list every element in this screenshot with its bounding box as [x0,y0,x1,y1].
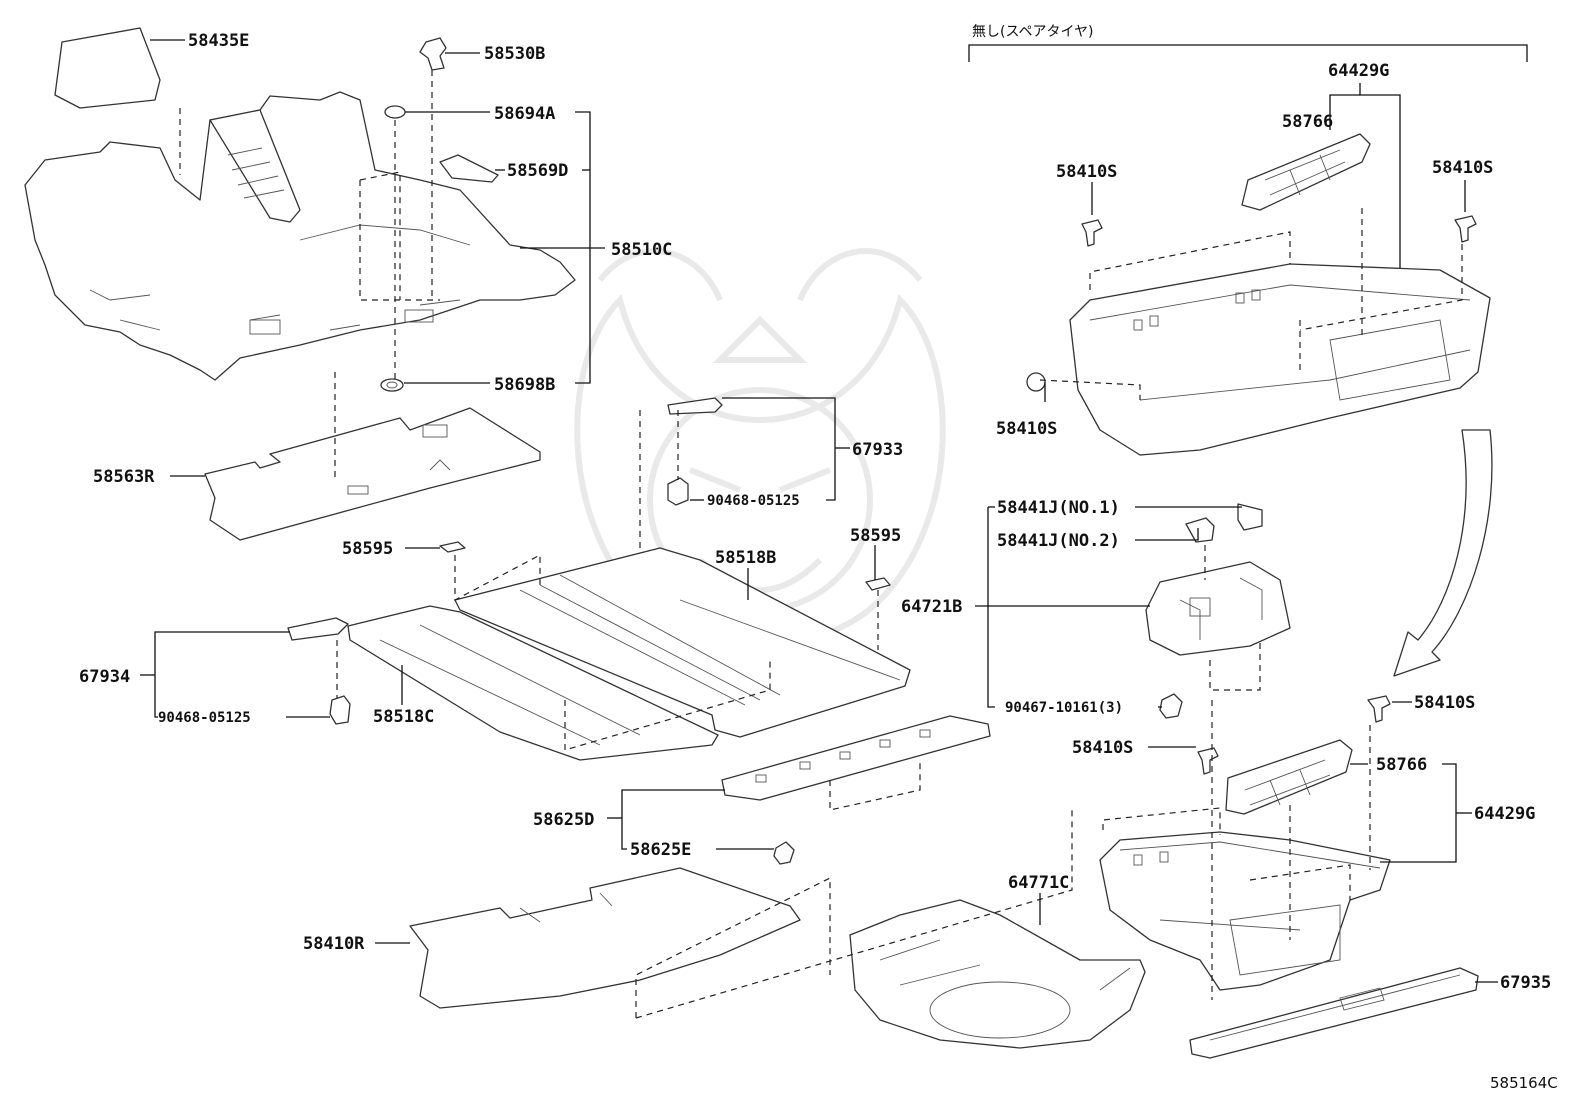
part-67935-scuff-plate [1189,967,1479,1059]
label-58510C: 58510C [611,240,672,260]
part-58595-pad-right [865,577,891,591]
variant-arrow [1393,429,1493,677]
part-90467-clip [1159,693,1183,719]
label-64429G-bottom: 64429G [1474,804,1535,824]
label-58410S-b: 58410S [1432,158,1493,178]
part-58410S-clip-d [1197,747,1219,775]
label-58410R: 58410R [303,934,365,954]
label-58441J-no2: 58441J(NO.2) [997,531,1120,551]
part-64429G-lower-tray [1099,831,1391,991]
label-58410S-d: 58410S [1072,738,1133,758]
part-58410S-clip-a [1081,219,1103,247]
label-58518C: 58518C [373,707,434,727]
leader-lines [140,39,1528,983]
label-58563R: 58563R [93,467,155,487]
part-90468-clip-left [329,695,351,725]
label-58518B: 58518B [715,548,776,568]
group-header-no-spare-tire: 無し(スペアタイヤ) [972,24,1094,40]
label-67934: 67934 [79,667,130,687]
part-58518B-board [454,547,911,738]
label-64721B: 64721B [901,597,962,617]
label-58435E: 58435E [188,31,249,51]
part-58441J-no1-bracket [1237,503,1263,531]
part-58530B-clip [419,37,447,71]
part-58563R-pad [204,407,541,541]
label-67933: 67933 [852,440,903,460]
part-58766-upper-cover [1241,133,1371,211]
part-64429G-upper-tray [1069,263,1491,456]
assembly-lines [179,70,1463,1019]
part-58410S-clip-c [1026,372,1046,392]
label-58410S-a: 58410S [1056,162,1117,182]
part-58625D-plate [721,715,991,801]
label-64771C: 64771C [1008,873,1069,893]
diagram-reference-number: 585164C [1490,1074,1558,1092]
label-90467-10161: 90467-10161(3) [1005,700,1123,716]
part-labels: 58435E 58530B 58694A 58569D 58510C 58698… [79,24,1558,1092]
part-67933-trim [667,397,723,415]
part-58766-lower-cover [1225,739,1353,815]
label-90468-left: 90468-05125 [158,710,251,726]
label-58694A: 58694A [494,104,555,124]
label-58595-left: 58595 [342,539,393,559]
part-58510C-floor-carpet [24,91,576,381]
label-58625D: 58625D [533,810,594,830]
part-58435E-pad [54,27,161,109]
label-90468-top: 90468-05125 [707,493,800,509]
label-58698B: 58698B [494,375,555,395]
label-58766-top: 58766 [1282,112,1333,132]
label-58441J-no1: 58441J(NO.1) [997,498,1120,518]
label-67935: 67935 [1500,973,1551,993]
label-58410S-e: 58410S [1414,693,1475,713]
part-58410S-clip-e [1367,695,1391,723]
label-58530B: 58530B [484,44,545,64]
part-67934-trim [287,617,349,641]
label-58410S-c: 58410S [996,419,1057,439]
part-58410R-mat [409,867,801,1009]
part-58410S-clip-b [1454,215,1477,243]
part-58595-pad-left [439,541,466,553]
part-58694A-fastener [384,105,406,119]
part-58698B-fastener [380,378,404,392]
part-64771C-tray [849,899,1146,1049]
label-58766-bottom: 58766 [1376,755,1427,775]
part-58569D-strip [439,154,499,183]
part-64721B-box [1145,561,1291,656]
part-58441J-no2-bracket [1185,517,1215,543]
label-64429G-top: 64429G [1328,61,1389,81]
part-90468-clip-top [667,477,689,506]
label-58595-right: 58595 [850,526,901,546]
label-58569D: 58569D [507,161,568,181]
label-58625E: 58625E [630,840,691,860]
part-58518C-board [347,605,719,761]
part-58625E-clip [773,841,795,865]
